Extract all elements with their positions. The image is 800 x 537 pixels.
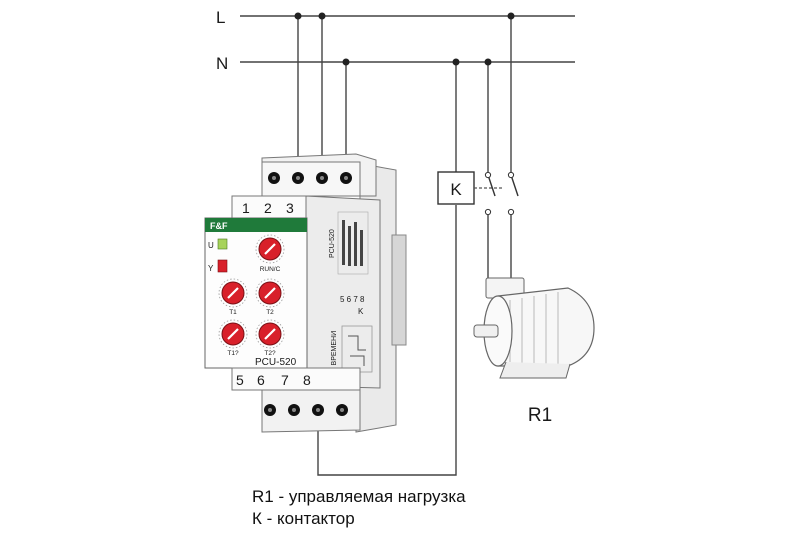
led-u-label: U bbox=[208, 241, 214, 250]
knob-t1[interactable] bbox=[218, 278, 248, 308]
knob-t2b-label: T2? bbox=[264, 350, 276, 357]
terminal-8: 8 bbox=[303, 372, 311, 388]
legend-load: R1 - управляемая нагрузка bbox=[252, 487, 466, 506]
contactor-label: K bbox=[450, 180, 462, 199]
legend-contactor: К - контактор bbox=[252, 509, 355, 528]
knob-t1b[interactable] bbox=[218, 319, 248, 349]
side-terminal-marks: 5 6 7 8 bbox=[340, 295, 365, 304]
wire-relay-coil bbox=[317, 205, 457, 476]
motor-shaft bbox=[473, 324, 499, 338]
junctions bbox=[294, 12, 515, 66]
knob-t1b-label: T1? bbox=[227, 350, 239, 357]
contactor: K bbox=[437, 171, 519, 216]
terminal-3: 3 bbox=[286, 200, 294, 216]
led-relay bbox=[217, 259, 228, 273]
contact-blade-1 bbox=[487, 174, 496, 197]
terminal-5: 5 bbox=[236, 372, 244, 388]
contactor-coil bbox=[437, 171, 475, 205]
side-label: РЕЛЕ ВРЕМЕНИ bbox=[331, 331, 338, 386]
side-marks-k: K bbox=[358, 307, 364, 316]
terminal-1: 1 bbox=[242, 200, 250, 216]
bottom-terminal-block bbox=[261, 389, 361, 433]
terminal-6: 6 bbox=[257, 372, 265, 388]
side-panel-details: PCU-520 5 6 7 8 K РЕЛЕ ВРЕМЕНИ bbox=[329, 211, 373, 386]
knob-t2[interactable] bbox=[255, 278, 285, 308]
knob-t2b[interactable] bbox=[255, 319, 285, 349]
led-power bbox=[217, 238, 228, 250]
terminal-2: 2 bbox=[264, 200, 272, 216]
led-y-label: Y bbox=[208, 264, 214, 273]
knob-run[interactable] bbox=[255, 234, 285, 264]
motor: R1 bbox=[473, 277, 595, 426]
line-l-label: L bbox=[216, 8, 225, 27]
brand-logo: F&F bbox=[210, 221, 228, 231]
supply-lines: L N bbox=[216, 8, 575, 73]
motor-label: R1 bbox=[528, 405, 552, 426]
brand-strip bbox=[205, 218, 307, 232]
knob-t1-label: T1 bbox=[229, 309, 237, 316]
knob-t2-label: T2 bbox=[266, 309, 274, 316]
knob-run-label: RUN/C bbox=[260, 266, 281, 273]
contact-blade-2 bbox=[510, 174, 519, 197]
wires bbox=[297, 16, 512, 476]
motor-feet bbox=[499, 361, 571, 379]
din-clip bbox=[391, 234, 407, 346]
relay-device: 1 2 3 4 F&F U Y RUN/C T1 bbox=[204, 153, 407, 433]
terminal-7: 7 bbox=[281, 372, 289, 388]
legend: R1 - управляемая нагрузка К - контактор bbox=[252, 486, 466, 530]
front-model: PCU-520 bbox=[255, 357, 297, 368]
line-n-label: N bbox=[216, 54, 228, 73]
side-model: PCU-520 bbox=[329, 229, 336, 258]
